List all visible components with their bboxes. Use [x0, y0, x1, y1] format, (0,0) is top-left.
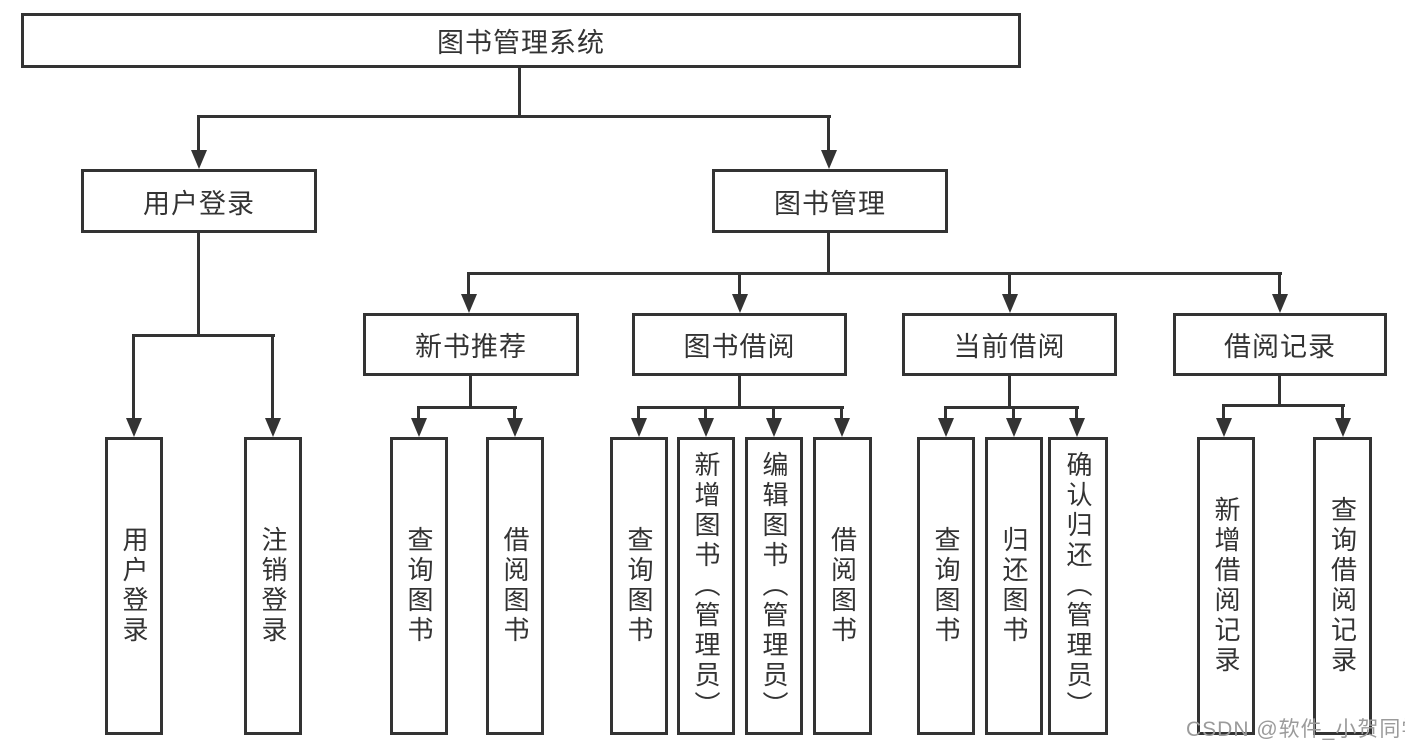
node-borrowing-records: 借阅记录: [1173, 313, 1387, 376]
connector-drop: [1278, 272, 1281, 296]
connector-drop: [1222, 404, 1225, 420]
connector-userlogin-stem: [197, 231, 200, 336]
leaf-edit-books-admin: 编辑图书（管理员）: [745, 437, 803, 735]
leaf-return-books: 归还图书: [985, 437, 1043, 735]
connector-drop: [467, 272, 470, 296]
connector-current-hbar: [944, 406, 1079, 409]
connector-current-stem: [1008, 374, 1011, 409]
node-label: 借阅记录: [1224, 332, 1336, 362]
node-new-book-recommend: 新书推荐: [363, 313, 579, 376]
node-label: 图书管理系统: [437, 28, 605, 58]
leaf-label: 查询图书: [404, 526, 434, 646]
connector-drop: [513, 406, 516, 420]
arrow-down-icon: [1272, 294, 1288, 313]
connector-newbook-stem: [469, 374, 472, 409]
node-book-borrowing: 图书借阅: [632, 313, 847, 376]
leaf-label: 归还图书: [999, 526, 1029, 646]
connector-records-hbar: [1222, 404, 1345, 407]
leaf-label: 查询图书: [931, 526, 961, 646]
connector-drop: [1008, 272, 1011, 296]
connector-userlogin-hbar: [132, 334, 275, 337]
leaf-label: 新增借阅记录: [1211, 496, 1241, 676]
connector-root-stem: [518, 66, 521, 117]
arrow-down-icon: [1216, 418, 1232, 437]
leaf-query-books-3: 查询图书: [917, 437, 975, 735]
node-library-management-system: 图书管理系统: [21, 13, 1021, 68]
arrow-down-icon: [507, 418, 523, 437]
connector-drop: [1075, 406, 1078, 420]
arrow-down-icon: [1002, 294, 1018, 313]
connector-drop: [271, 334, 274, 421]
arrow-down-icon: [821, 150, 837, 169]
connector-newbook-hbar: [417, 406, 517, 409]
leaf-borrow-books-2: 借阅图书: [813, 437, 872, 735]
leaf-label: 确认归还（管理员）: [1063, 451, 1093, 721]
node-label: 当前借阅: [953, 332, 1066, 362]
arrow-down-icon: [126, 418, 142, 437]
leaf-add-books-admin: 新增图书（管理员）: [677, 437, 735, 735]
node-user-login: 用户登录: [81, 169, 317, 233]
connector-drop: [1012, 406, 1015, 420]
connector-drop: [704, 406, 707, 420]
connector-records-stem: [1278, 374, 1281, 407]
node-label: 新书推荐: [415, 332, 527, 362]
arrow-down-icon: [732, 294, 748, 313]
leaf-logout: 注销登录: [244, 437, 302, 735]
arrow-down-icon: [265, 418, 281, 437]
csdn-watermark: CSDN @软件_小贺同学: [1186, 718, 1405, 741]
leaf-label: 借阅图书: [827, 526, 858, 646]
leaf-user-login: 用户登录: [105, 437, 163, 735]
connector-drop: [944, 406, 947, 420]
arrow-down-icon: [1006, 418, 1022, 437]
node-label: 用户登录: [143, 188, 255, 219]
arrow-down-icon: [461, 294, 477, 313]
leaf-label: 借阅图书: [500, 526, 530, 646]
node-book-management: 图书管理: [712, 169, 948, 233]
leaf-label: 注销登录: [258, 526, 288, 646]
arrow-down-icon: [411, 418, 427, 437]
leaf-confirm-return-admin: 确认归还（管理员）: [1048, 437, 1108, 735]
arrow-down-icon: [698, 418, 714, 437]
arrow-down-icon: [766, 418, 782, 437]
connector-root-hbar: [197, 115, 831, 118]
arrow-down-icon: [191, 150, 207, 169]
leaf-label: 用户登录: [119, 526, 149, 646]
connector-drop: [1341, 404, 1344, 420]
leaf-query-books-1: 查询图书: [390, 437, 448, 735]
connector-drop: [132, 334, 135, 421]
arrow-down-icon: [938, 418, 954, 437]
arrow-down-icon: [834, 418, 850, 437]
connector-bookmgmt-stem: [827, 231, 830, 274]
connector-drop: [637, 406, 640, 420]
leaf-label: 查询借阅记录: [1327, 496, 1358, 676]
leaf-borrow-books-1: 借阅图书: [486, 437, 544, 735]
leaf-query-borrow-record: 查询借阅记录: [1313, 437, 1372, 735]
node-label: 图书借阅: [683, 332, 796, 362]
arrow-down-icon: [631, 418, 647, 437]
leaf-add-borrow-record: 新增借阅记录: [1197, 437, 1255, 735]
connector-drop: [827, 115, 830, 153]
connector-borrowing-hbar: [637, 406, 844, 409]
leaf-query-books-2: 查询图书: [610, 437, 668, 735]
connector-drop: [840, 406, 843, 420]
node-label: 图书管理: [774, 188, 886, 219]
connector-drop: [417, 406, 420, 420]
arrow-down-icon: [1069, 418, 1085, 437]
node-current-borrowing: 当前借阅: [902, 313, 1117, 376]
leaf-label: 编辑图书（管理员）: [759, 451, 789, 721]
connector-borrowing-stem: [738, 374, 741, 409]
leaf-label: 新增图书（管理员）: [691, 451, 721, 721]
leaf-label: 查询图书: [624, 526, 654, 646]
connector-drop: [772, 406, 775, 420]
arrow-down-icon: [1335, 418, 1351, 437]
connector-drop: [738, 272, 741, 296]
connector-drop: [197, 115, 200, 153]
connector-bookmgmt-hbar: [467, 272, 1282, 275]
